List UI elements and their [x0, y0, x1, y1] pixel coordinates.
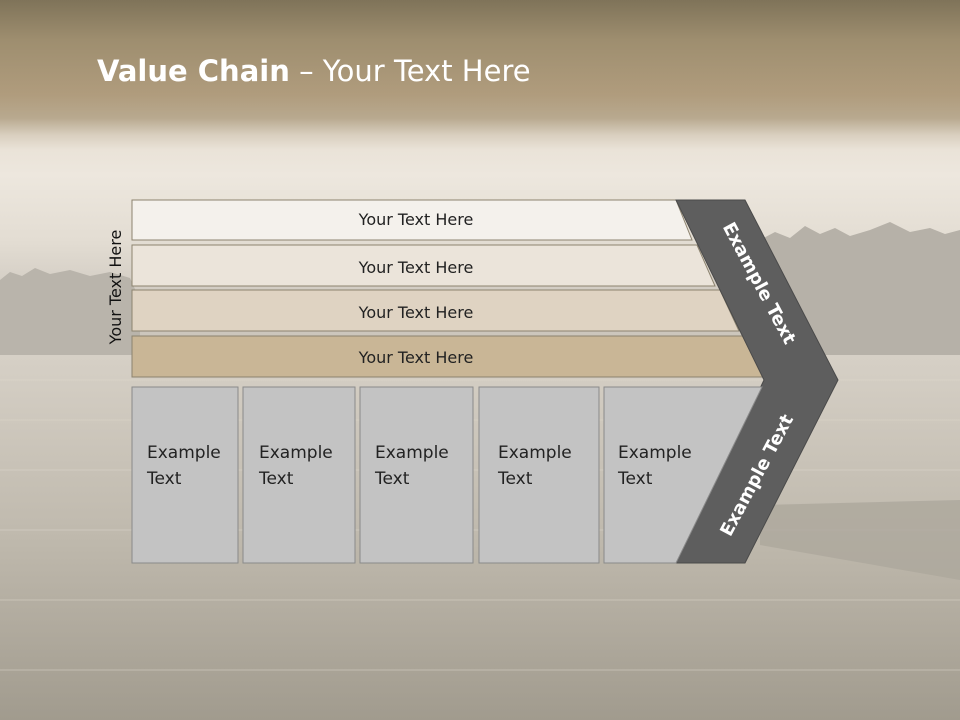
box-2-line1: Example	[259, 443, 333, 463]
treeline	[0, 268, 140, 355]
treeline-right	[760, 222, 960, 355]
page-title-rest: – Your Text Here	[289, 54, 531, 88]
dock	[760, 500, 960, 580]
box-4: Example Text	[478, 386, 600, 564]
reflection-box-2-line2: Text	[258, 639, 294, 659]
box-1-line2: Text	[146, 469, 182, 489]
bar-4: Your Text Here	[131, 335, 765, 378]
reflection-box-4-line2: Text	[497, 639, 533, 659]
bar-1: Your Text Here	[131, 199, 693, 241]
reflection-box-4-line1: Example	[498, 665, 572, 685]
bar-4-label: Your Text Here	[358, 348, 474, 367]
box-3-shape	[359, 386, 474, 564]
box-4-line1: Example	[498, 443, 572, 463]
bar-2: Your Text Here	[131, 244, 716, 287]
box-1-shape	[131, 386, 239, 564]
reflection-box-2-line1: Example	[259, 665, 333, 685]
chevron-arrow	[675, 199, 839, 564]
bar-2-label: Your Text Here	[358, 258, 474, 277]
reflection-box-5-line2: Text	[617, 639, 653, 659]
reflection-box-3-line1: Example	[375, 665, 449, 685]
bar-1-label: Your Text Here	[358, 210, 474, 229]
box-5-line1: Example	[618, 443, 692, 463]
reflection-box-1-line1: Example	[147, 665, 221, 685]
box-3: Example Text	[359, 386, 474, 564]
bar-3: Your Text Here	[131, 289, 740, 332]
page-title: Value Chain – Your Text Here	[97, 54, 531, 88]
reflection-box-1-line2: Text	[146, 639, 182, 659]
box-5-shape	[603, 386, 763, 564]
box-2-shape	[242, 386, 356, 564]
box-4-line2: Text	[497, 469, 533, 489]
box-5: Example Text	[603, 386, 763, 564]
box-3-line1: Example	[375, 443, 449, 463]
page-title-bold: Value Chain	[97, 54, 290, 88]
reflection-box-3-line2: Text	[374, 639, 410, 659]
box-1: Example Text	[131, 386, 239, 564]
box-5-line2: Text	[617, 469, 653, 489]
bar-1-shape	[131, 199, 693, 241]
bar-2-shape	[131, 244, 716, 287]
box-1-line1: Example	[147, 443, 221, 463]
bar-3-label: Your Text Here	[358, 303, 474, 322]
box-4-shape	[478, 386, 600, 564]
box-2-line2: Text	[258, 469, 294, 489]
box-2: Example Text	[242, 386, 356, 564]
reflection-box-5-line1: Example	[618, 665, 692, 685]
bar-3-shape	[131, 289, 740, 332]
box-3-line2: Text	[374, 469, 410, 489]
diagram-reflection: Example Text Example Text Example Text E…	[131, 564, 825, 720]
